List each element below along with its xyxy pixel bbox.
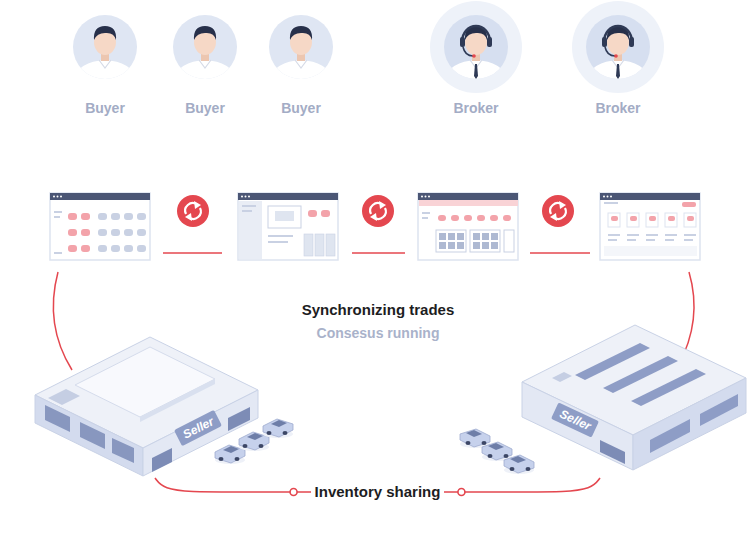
building-part [650,419,690,453]
building-part [228,407,250,431]
seller-building: Seller [515,318,749,478]
person-figure [73,26,137,84]
building-part [45,405,70,432]
building-part [552,372,572,382]
building-part [600,440,625,464]
broker-avatar: Broker [428,0,524,117]
building-part [152,448,172,472]
screen-2 [238,193,338,260]
person-figure [444,26,508,84]
connector-label: Inventory sharing [311,482,445,502]
avatar-shape [157,0,253,94]
status-label: Consesus running [317,325,440,341]
avatar-shape [570,0,666,94]
building-part [700,394,738,426]
role-label: Buyer [253,100,349,117]
avatar-halo [430,1,522,93]
person-figure [586,26,650,84]
role-label: Buyer [157,100,253,117]
building-part [112,438,134,463]
heading-label: Synchronizing trades [302,301,455,318]
role-label: Buyer [57,100,153,117]
screen-3 [418,193,518,260]
building-shape [28,330,263,478]
headset [460,26,492,58]
building-part [631,369,706,406]
broker-avatar: Broker [570,0,666,117]
seller-building: Seller [28,330,263,478]
building-part [80,422,105,449]
connector-dot [290,489,297,496]
avatar-shape [428,0,524,94]
buyer-avatar: Buyer [157,0,253,117]
headset [602,26,634,58]
connector-dot [458,489,465,496]
avatar-shape [253,0,349,94]
buyer-avatar: Buyer [253,0,349,117]
building-part [48,389,80,405]
cars [215,419,534,474]
role-label: Broker [570,100,666,117]
role-label: Broker [428,100,524,117]
sign-board [551,402,599,437]
building-part [75,347,215,417]
screen-4 [600,193,700,260]
person-figure [173,26,237,84]
person-figure [269,26,333,84]
screen-1 [50,193,150,260]
sync-icons [177,195,574,227]
building-part [522,382,633,470]
avatar-shape [57,0,153,94]
sign-board [174,410,222,446]
building-shape [515,318,749,478]
avatar-halo [572,1,664,93]
buyer-avatar: Buyer [57,0,153,117]
